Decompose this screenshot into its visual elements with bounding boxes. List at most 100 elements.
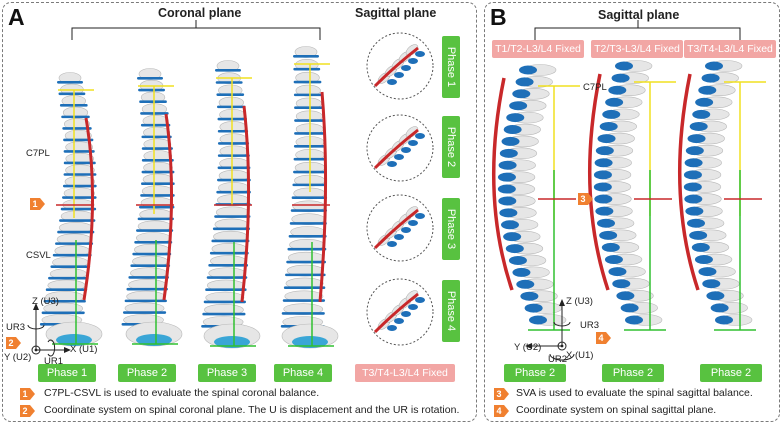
disc	[57, 230, 95, 234]
posterior-element	[604, 255, 623, 265]
disc	[289, 222, 327, 225]
sacrum	[214, 336, 250, 348]
disc	[58, 92, 86, 96]
disc	[126, 287, 168, 291]
disc	[211, 239, 250, 243]
sacrum	[292, 336, 328, 348]
rod	[373, 128, 419, 170]
note-a-2-text: Coordinate system on spinal coronal plan…	[44, 404, 460, 416]
posterior-element	[689, 230, 708, 240]
posterior-element	[612, 279, 631, 289]
disc	[139, 100, 167, 104]
axis-y-label-b: Y (U2)	[514, 342, 542, 353]
axis-ur3-label-a: UR3	[6, 322, 26, 333]
disc	[57, 81, 83, 84]
disc	[140, 194, 175, 197]
rod	[162, 113, 174, 301]
posterior-element	[503, 232, 522, 242]
posterior-element	[595, 146, 614, 156]
rod	[318, 91, 328, 303]
disc	[52, 253, 92, 257]
disc	[283, 286, 326, 290]
disc	[286, 260, 326, 264]
disc	[137, 77, 163, 80]
disc	[293, 55, 319, 58]
disc	[132, 252, 172, 256]
posterior-element	[408, 304, 418, 310]
disc	[215, 69, 241, 72]
posterior-element	[519, 65, 537, 75]
posterior-element	[499, 208, 518, 218]
note-a-2-badge: 2	[20, 405, 35, 417]
disc	[50, 265, 91, 268]
posterior-element	[499, 148, 518, 158]
disc	[62, 196, 97, 199]
posterior-element	[415, 51, 425, 57]
posterior-element	[509, 101, 528, 111]
posterior-element	[415, 133, 425, 139]
phase-label-b-2: Phase 2	[602, 364, 664, 382]
disc	[216, 190, 251, 194]
posterior-element	[594, 158, 613, 168]
disc	[63, 138, 94, 142]
posterior-element	[611, 73, 630, 83]
disc	[206, 276, 248, 279]
posterior-element	[710, 303, 729, 313]
rod	[240, 105, 251, 303]
posterior-element	[625, 315, 643, 325]
disc	[55, 242, 94, 245]
rod	[678, 73, 700, 291]
posterior-element	[706, 291, 725, 301]
disc	[141, 182, 175, 186]
posterior-element	[683, 170, 702, 180]
disc	[136, 229, 174, 232]
fixed-label-b-1: T1/T2-L3/L4 Fixed	[492, 40, 584, 58]
posterior-element	[620, 303, 639, 313]
posterior-element	[520, 291, 539, 301]
coronal-spine-3	[201, 60, 261, 349]
vertical-phase-2: Phase 2	[442, 116, 460, 178]
posterior-element	[685, 206, 704, 216]
vertebra	[405, 126, 419, 138]
disc	[130, 264, 171, 268]
posterior-element	[689, 121, 708, 131]
sagittal-detail-3	[366, 194, 434, 262]
posterior-element	[684, 158, 703, 168]
disc	[59, 219, 96, 222]
posterior-element	[596, 218, 615, 228]
posterior-element	[684, 194, 703, 204]
disc	[63, 161, 96, 165]
sagittal-spine-1	[492, 64, 580, 331]
posterior-element	[516, 279, 535, 289]
posterior-element	[524, 303, 543, 313]
posterior-element	[408, 220, 418, 226]
note-a-1-text: C7PL-CSVL is used to evaluate the spinal…	[44, 387, 320, 399]
coronal-spine-1	[39, 72, 103, 347]
posterior-element	[415, 213, 425, 219]
sagittal-bracket	[534, 20, 741, 40]
axis-x-label-a: X (U1)	[70, 344, 98, 355]
posterior-element	[608, 267, 627, 277]
disc	[290, 209, 328, 212]
disc	[141, 147, 173, 150]
rod	[373, 208, 419, 250]
posterior-element	[515, 77, 534, 87]
phase-label-b-3: Phase 2	[700, 364, 762, 382]
posterior-element	[394, 318, 404, 324]
posterior-element	[497, 172, 516, 182]
sagittal-detail-2	[366, 114, 434, 182]
phase-label-a-3: Phase 3	[198, 364, 256, 382]
csvl-label: CSVL	[26, 250, 51, 261]
axis-ur2-label-b: UR2	[548, 354, 568, 365]
disc	[285, 273, 326, 277]
disc	[217, 154, 250, 157]
posterior-element	[593, 170, 612, 180]
axis-z-label-b: Z (U3)	[566, 296, 593, 307]
posterior-element	[683, 182, 702, 192]
disc	[281, 312, 325, 315]
posterior-element	[715, 315, 733, 325]
posterior-element	[498, 160, 517, 170]
disc	[205, 288, 247, 292]
callout-4: 4	[596, 332, 611, 344]
